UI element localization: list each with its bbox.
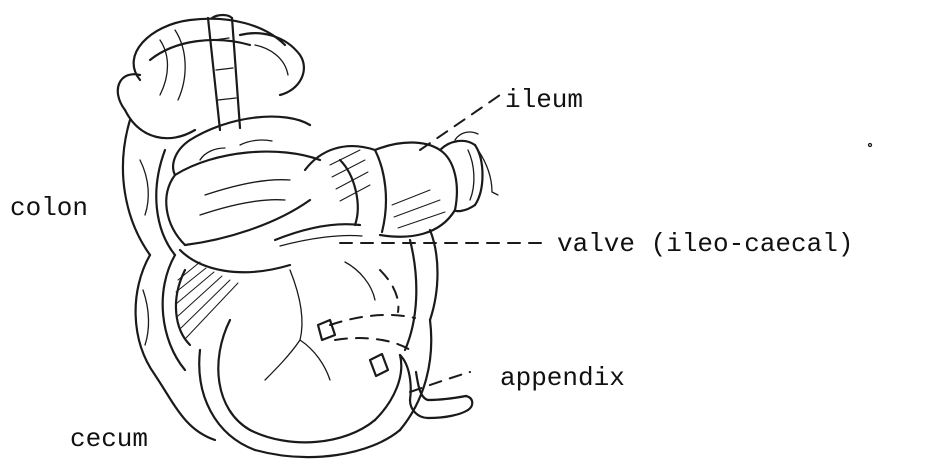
label-colon: colon xyxy=(10,193,88,223)
leader-appendix xyxy=(410,372,470,392)
colon-middle-coil xyxy=(166,117,320,245)
colon-left-wall xyxy=(123,120,215,440)
label-appendix: appendix xyxy=(500,363,625,393)
label-valve: valve (ileo-caecal) xyxy=(557,229,853,259)
hidden-contours xyxy=(330,270,415,350)
appendix-tube xyxy=(400,355,472,418)
label-ileum: ileum xyxy=(505,85,583,115)
taenia-band xyxy=(208,15,240,130)
label-cecum: cecum xyxy=(70,424,148,454)
speck xyxy=(869,144,872,147)
colon-lower-bulge xyxy=(176,250,290,345)
appendix-orifice xyxy=(318,320,388,376)
ileum-tube xyxy=(305,143,457,237)
cecum-body xyxy=(199,230,437,457)
ileum-end xyxy=(440,132,498,211)
